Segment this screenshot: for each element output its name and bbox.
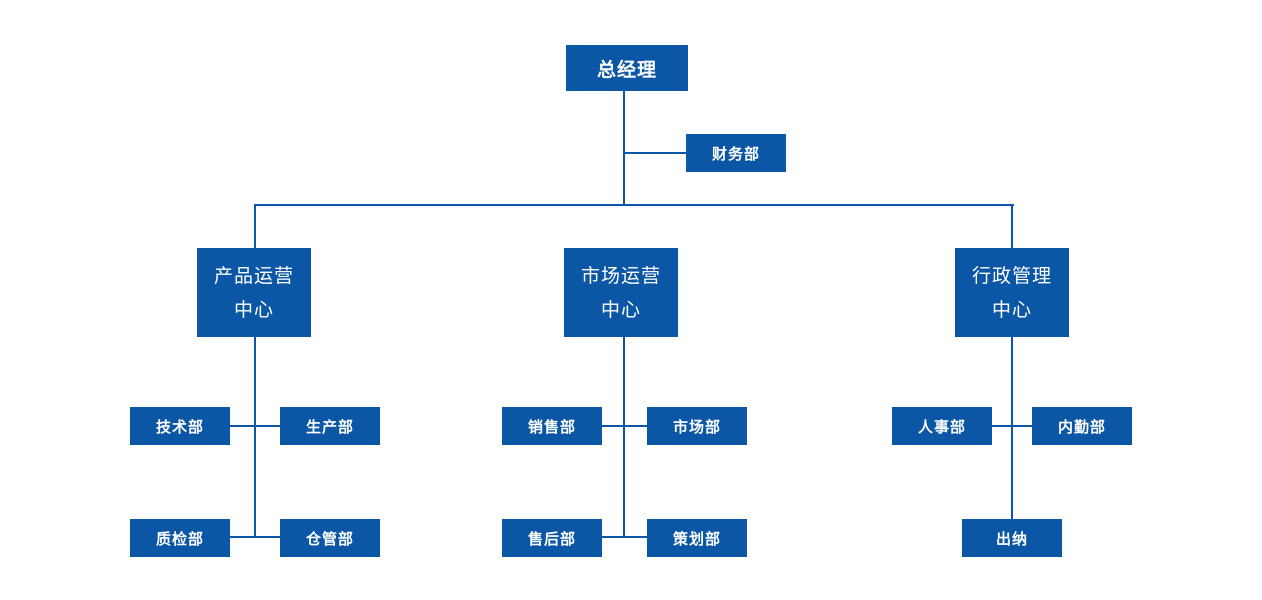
- office-dept-box: 内勤部: [1032, 407, 1132, 445]
- planning-dept-box: 策划部: [647, 519, 747, 557]
- cashier-box: 出纳: [962, 519, 1062, 557]
- center-label-line2: 中心: [991, 298, 1032, 321]
- administration-center-box: 行政管理 中心: [955, 248, 1069, 337]
- dept-label: 内勤部: [1057, 417, 1106, 436]
- hr-dept-box: 人事部: [892, 407, 992, 445]
- connector-center-1-down: [254, 336, 256, 538]
- general-manager-label: 总经理: [596, 58, 657, 81]
- connector-center-2-down: [623, 336, 625, 538]
- connector-horizontal-main: [254, 204, 1014, 206]
- center-label-line1: 行政管理: [971, 264, 1052, 287]
- center-label-line1: 市场运营: [580, 264, 661, 287]
- connector-center-1-row1: [229, 425, 281, 427]
- dept-label: 质检部: [155, 529, 204, 548]
- connector-to-center-1: [254, 204, 256, 249]
- dept-label: 销售部: [527, 417, 576, 436]
- dept-label: 仓管部: [305, 529, 354, 548]
- connector-center-2-row2: [601, 536, 648, 538]
- dept-label: 策划部: [672, 529, 721, 548]
- tech-dept-box: 技术部: [130, 407, 230, 445]
- finance-dept-box: 财务部: [686, 134, 786, 172]
- dept-label: 市场部: [672, 417, 721, 436]
- warehouse-dept-box: 仓管部: [280, 519, 380, 557]
- dept-label: 人事部: [917, 417, 966, 436]
- center-label-line2: 中心: [233, 298, 274, 321]
- connector-center-3-down: [1011, 336, 1013, 520]
- production-dept-box: 生产部: [280, 407, 380, 445]
- dept-label: 生产部: [305, 417, 354, 436]
- quality-dept-box: 质检部: [130, 519, 230, 557]
- center-label-line1: 产品运营: [213, 264, 294, 287]
- center-label-line2: 中心: [600, 298, 641, 321]
- connector-to-center-3: [1011, 204, 1013, 249]
- connector-center-1-row2: [229, 536, 281, 538]
- product-operations-center-box: 产品运营 中心: [197, 248, 311, 337]
- connector-center-3-row1: [991, 425, 1033, 427]
- after-sales-dept-box: 售后部: [502, 519, 602, 557]
- marketing-dept-box: 市场部: [647, 407, 747, 445]
- connector-finance: [623, 152, 687, 154]
- finance-dept-label: 财务部: [711, 144, 760, 163]
- dept-label: 出纳: [995, 529, 1028, 548]
- connector-root-down: [623, 90, 625, 206]
- general-manager-box: 总经理: [566, 45, 688, 91]
- market-operations-center-box: 市场运营 中心: [564, 248, 678, 337]
- sales-dept-box: 销售部: [502, 407, 602, 445]
- dept-label: 售后部: [527, 529, 576, 548]
- dept-label: 技术部: [155, 417, 204, 436]
- connector-center-2-row1: [601, 425, 648, 427]
